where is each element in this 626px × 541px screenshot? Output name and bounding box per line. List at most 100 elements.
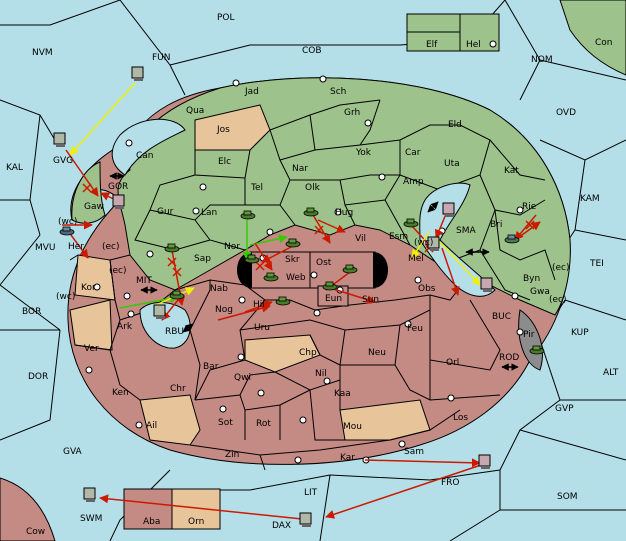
label-nab: Nab — [210, 284, 228, 294]
label-lit: LIT — [304, 488, 318, 498]
tank-icon[interactable] — [240, 210, 256, 220]
label-ec2: (ec) — [552, 263, 570, 273]
tank-icon[interactable] — [275, 296, 291, 306]
label-pol: POL — [217, 13, 235, 23]
label-lan: Lan — [201, 208, 217, 218]
label-jos: Jos — [216, 125, 230, 135]
tank-icon[interactable] — [403, 218, 419, 228]
ship-icon[interactable] — [153, 304, 166, 319]
label-kaa: Kaa — [334, 389, 351, 399]
label-swm: SWM — [80, 514, 102, 524]
label-hil: Hil — [253, 300, 265, 310]
tank-icon[interactable] — [285, 238, 301, 248]
label-mel: Mel — [408, 254, 424, 264]
tank-icon[interactable] — [263, 272, 279, 282]
label-qwi: Qwi — [234, 373, 251, 383]
label-orn: Orn — [188, 517, 204, 527]
label-los: Los — [453, 413, 468, 423]
label-gur: Gur — [157, 207, 174, 217]
label-som: SOM — [557, 492, 578, 502]
label-orl: Orl — [446, 358, 459, 368]
tank-icon[interactable] — [322, 281, 338, 291]
label-gaw: Gaw — [84, 202, 104, 212]
label-jad: Jad — [244, 87, 259, 97]
label-gwa: Gwa — [530, 287, 550, 297]
label-qua: Qua — [186, 106, 204, 116]
label-grh: Grh — [344, 108, 360, 118]
ship-icon[interactable] — [53, 132, 66, 147]
label-kal: KAL — [6, 163, 23, 173]
label-ver: Ver — [84, 344, 99, 354]
label-amp: Amp — [403, 177, 424, 187]
label-cob: COB — [302, 46, 322, 56]
label-esm: Esm — [389, 232, 408, 242]
label-mou: Mou — [343, 422, 362, 432]
label-gvg: GVG — [53, 156, 73, 166]
label-mvu: MVU — [35, 243, 56, 253]
label-wc1: (wc) — [58, 217, 77, 227]
label-mit: MIT — [136, 276, 152, 286]
ship-icon[interactable] — [112, 194, 125, 209]
label-buc: BUC — [492, 312, 511, 322]
label-alt: ALT — [603, 368, 619, 378]
label-vil: Vil — [355, 234, 366, 244]
label-uru: Uru — [254, 323, 270, 333]
label-dor: DOR — [28, 372, 48, 382]
army-units[interactable] — [59, 207, 545, 355]
label-bar: Bar — [203, 362, 219, 372]
label-skr: Skr — [285, 255, 300, 265]
tank-icon[interactable] — [504, 234, 520, 244]
tank-icon[interactable] — [244, 254, 260, 264]
label-web: Web — [286, 273, 306, 283]
ship-icon[interactable] — [480, 277, 493, 292]
ship-icon[interactable] — [442, 202, 455, 217]
tank-icon[interactable] — [529, 345, 545, 355]
label-rbu: RBU — [165, 327, 184, 337]
supply-centers — [85, 40, 524, 464]
label-gva: GVA — [63, 447, 83, 457]
label-ec1: (ec) — [102, 242, 120, 252]
label-sap: Sap — [194, 254, 211, 264]
label-sma: SMA — [456, 226, 476, 236]
label-sch: Sch — [330, 87, 346, 97]
label-nor: Nor — [224, 242, 240, 252]
label-ken: Ken — [112, 388, 129, 398]
ship-icon[interactable] — [131, 66, 144, 81]
label-wc3: (wc) — [56, 292, 75, 302]
label-yok: Yok — [355, 148, 372, 158]
label-hug: Hug — [335, 208, 353, 218]
label-hel: Hel — [466, 40, 481, 50]
label-sam: Sam — [404, 447, 424, 457]
label-ail: Ail — [146, 421, 157, 431]
fleet-units[interactable] — [53, 66, 493, 527]
label-bri: Bri — [490, 220, 502, 230]
label-kor: Kor — [81, 283, 96, 293]
tank-icon[interactable] — [303, 207, 319, 217]
ship-icon[interactable] — [478, 454, 491, 469]
label-nog: Nog — [215, 305, 233, 315]
label-tel: Tel — [250, 183, 263, 193]
tank-icon[interactable] — [59, 226, 75, 236]
ship-icon[interactable] — [427, 236, 440, 251]
label-olk: Olk — [305, 183, 321, 193]
label-fro: FRO — [441, 478, 460, 488]
tank-icon[interactable] — [342, 264, 358, 274]
label-ost: Ost — [316, 258, 332, 268]
label-tei: TEI — [589, 259, 604, 269]
label-ovd: OVD — [556, 108, 576, 118]
province-borders — [69, 99, 556, 471]
tank-icon[interactable] — [169, 290, 185, 300]
label-aba: Aba — [143, 517, 160, 527]
label-obs: Obs — [418, 284, 436, 294]
label-eld: Eld — [448, 120, 462, 130]
ship-icon[interactable] — [83, 487, 96, 502]
tank-icon[interactable] — [164, 243, 180, 253]
label-nom: NOM — [531, 55, 553, 65]
label-dax: DAX — [272, 521, 291, 531]
label-rod: ROD — [499, 353, 519, 363]
label-ec3: (ec) — [109, 266, 127, 276]
label-nvm: NVM — [32, 48, 53, 58]
ship-icon[interactable] — [299, 512, 312, 527]
